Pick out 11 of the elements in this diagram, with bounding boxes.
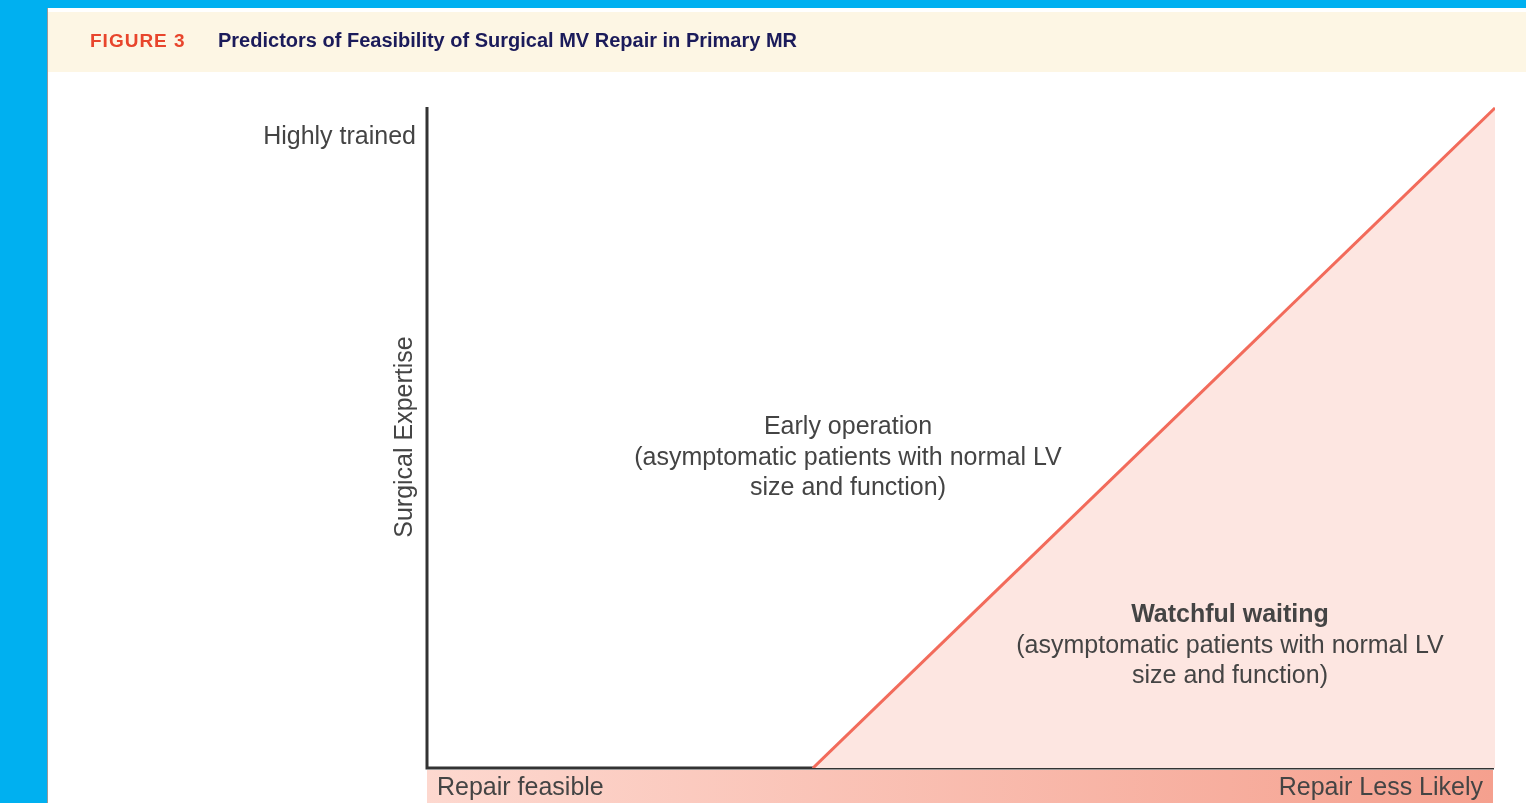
figure-title: Predictors of Feasibility of Surgical MV Repair in Primary MR	[218, 29, 798, 52]
axis-label: Highly trained	[263, 121, 416, 150]
region-description: (asymptomatic patients with normal LV size and function)	[1015, 629, 1445, 689]
region-heading: Early operation	[762, 411, 934, 440]
region-description: (asymptomatic patients with normal LV size and function)	[633, 441, 1063, 501]
region-heading: Watchful waiting	[1130, 599, 1330, 628]
gradient-bar	[427, 770, 1493, 803]
bar-label: Repair Less Likely	[1278, 772, 1483, 801]
bar-label: Repair feasible	[437, 772, 604, 801]
axis-title: Surgical Expertise	[388, 336, 418, 538]
figure-number: FIGURE 3	[90, 30, 186, 52]
